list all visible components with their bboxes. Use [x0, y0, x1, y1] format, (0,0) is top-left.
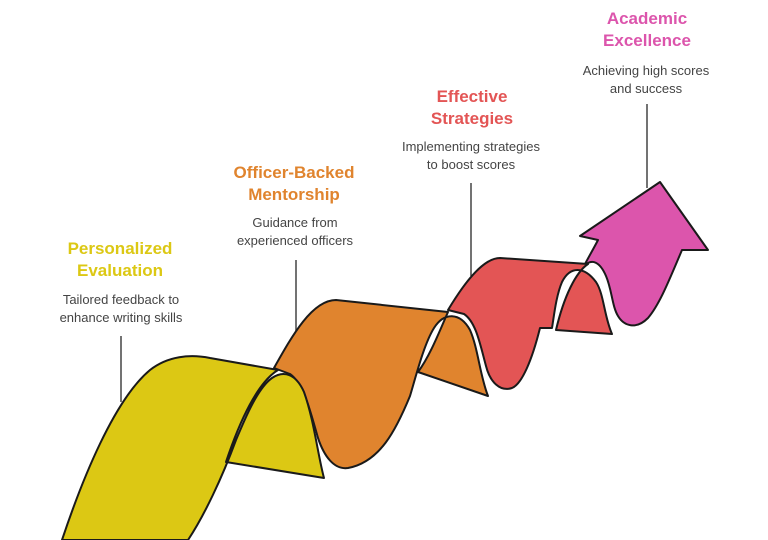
- step-description-officer-backed-mentorship: Guidance from experienced officers: [236, 215, 354, 248]
- ribbon-segment-effective-strategies: [447, 257, 613, 390]
- step-description-effective-strategies: Implementing strategies to boost scores: [401, 139, 540, 172]
- step-title-academic-excellence: Academic Excellence: [603, 9, 691, 50]
- ribbon-segment-academic-excellence: [579, 181, 709, 327]
- ribbon-segment-officer-backed-mentorship: [273, 299, 489, 470]
- step-title-effective-strategies: Effective Strategies: [430, 87, 514, 128]
- ribbon-segment-personalized-evaluation: [61, 355, 325, 540]
- step-description-personalized-evaluation: Tailored feedback to enhance writing ski…: [59, 292, 183, 325]
- step-title-officer-backed-mentorship: Officer-Backed Mentorship: [233, 163, 355, 204]
- step-title-personalized-evaluation: Personalized Evaluation: [67, 239, 173, 280]
- step-description-academic-excellence: Achieving high scores and success: [582, 63, 710, 96]
